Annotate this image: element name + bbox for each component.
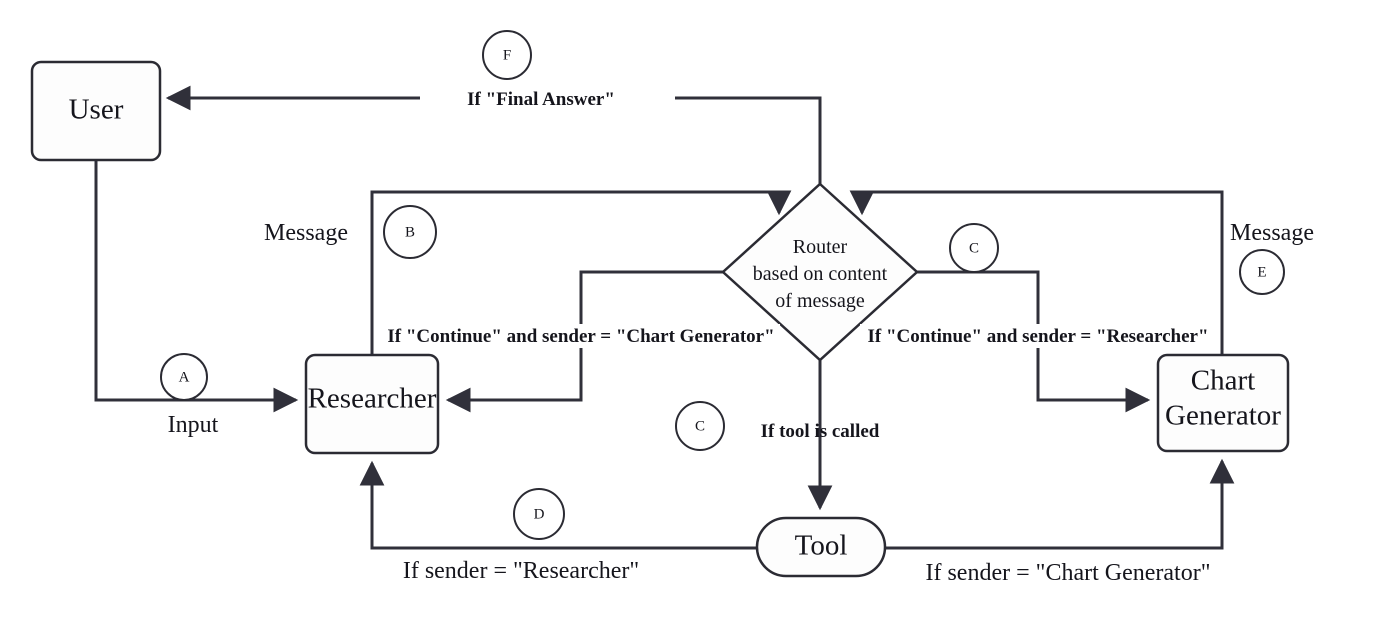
label-bg-continue-chartgen	[382, 324, 780, 348]
edge-chartgen-to-router	[849, 190, 1224, 355]
marker-c-mid: C	[675, 401, 725, 451]
node-chart-generator[interactable]: Chart Generator	[1156, 353, 1290, 453]
node-router-label-line2: based on content	[753, 263, 888, 285]
edge-label-final-answer: If "Final Answer"	[467, 89, 615, 110]
node-researcher[interactable]: Researcher	[304, 353, 440, 455]
marker-b-letter: B	[405, 224, 415, 240]
marker-a: A	[160, 353, 208, 401]
node-chart-generator-label-line2: Generator	[1165, 400, 1281, 432]
marker-d-letter: D	[534, 506, 545, 522]
node-router-label-line1: Router	[793, 236, 848, 258]
edge-label-continue-chart-generator: If "Continue" and sender = "Chart Genera…	[387, 326, 774, 347]
label-bg-final-answer	[420, 84, 675, 112]
edge-label-tool-is-called: If tool is called	[761, 421, 880, 442]
edge-tool-to-chartgen	[885, 458, 1235, 550]
marker-e: E	[1239, 249, 1285, 295]
node-tool[interactable]: Tool	[755, 516, 887, 578]
edge-label-message-right: Message	[1230, 220, 1314, 246]
marker-a-letter: A	[179, 369, 190, 385]
marker-f: F	[482, 30, 532, 80]
edge-label-input: Input	[168, 412, 219, 438]
label-bg-continue-researcher	[860, 324, 1216, 348]
node-router-label-line3: of message	[775, 290, 865, 312]
marker-f-letter: F	[503, 47, 511, 63]
node-router[interactable]: Router based on content of message	[721, 182, 919, 362]
marker-d: D	[513, 488, 565, 540]
node-researcher-label: Researcher	[308, 383, 437, 415]
node-user-label: User	[69, 94, 124, 126]
edge-label-sender-chart-generator: If sender = "Chart Generator"	[925, 560, 1210, 586]
edge-researcher-to-router	[370, 190, 792, 355]
edge-user-input	[94, 160, 299, 413]
marker-c-right: C	[949, 223, 999, 273]
edge-tool-to-researcher	[359, 460, 757, 550]
marker-c-mid-letter: C	[695, 418, 705, 434]
marker-b: B	[383, 205, 437, 259]
node-tool-label: Tool	[795, 530, 848, 562]
edge-label-continue-researcher: If "Continue" and sender = "Researcher"	[867, 326, 1208, 347]
node-user[interactable]: User	[30, 60, 162, 162]
edge-label-sender-researcher: If sender = "Researcher"	[403, 558, 639, 584]
marker-e-letter: E	[1257, 264, 1266, 280]
marker-c-right-letter: C	[969, 240, 979, 256]
edge-final-answer	[165, 85, 822, 184]
edge-label-message-left: Message	[264, 220, 348, 246]
node-chart-generator-label-line1: Chart	[1191, 365, 1255, 397]
